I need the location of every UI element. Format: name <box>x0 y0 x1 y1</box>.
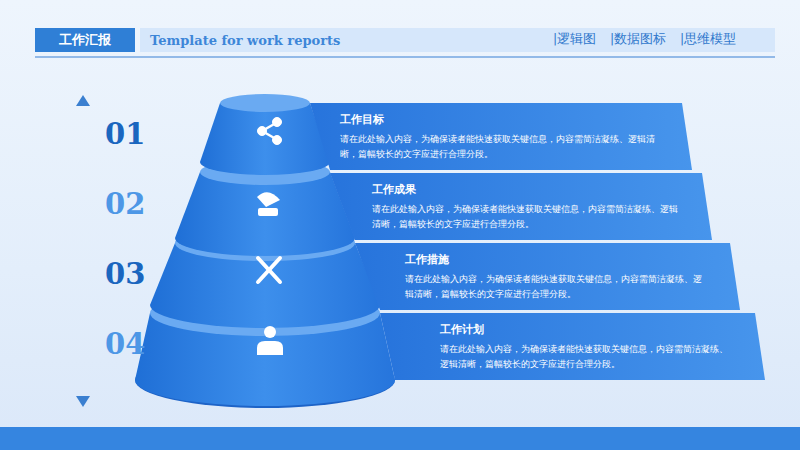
step-number: 01 <box>105 117 145 151</box>
item-title: 工作措施 <box>405 252 710 267</box>
tier-top <box>220 94 310 112</box>
item-band: 工作计划请在此处输入内容，为确保读者能快速获取关键信息，内容需简洁凝练、逻辑清晰… <box>380 313 765 380</box>
item-title: 工作计划 <box>440 322 735 337</box>
item-title: 工作目标 <box>340 112 662 127</box>
pyramid-tier <box>200 103 330 175</box>
header-title: 工作汇报 <box>59 31 111 49</box>
footer-bar <box>0 427 800 450</box>
header-rule <box>35 56 775 57</box>
item-body: 请在此处输入内容，为确保读者能快速获取关键信息，内容需简洁凝练、逻辑清晰，篇幅较… <box>405 272 710 302</box>
item-band: 工作目标请在此处输入内容，为确保读者能快速获取关键信息，内容需简洁凝练、逻辑清晰… <box>310 103 692 170</box>
nav-item: |思维模型 <box>680 31 736 48</box>
step-number: 04 <box>105 327 145 361</box>
item-band: 工作措施请在此处输入内容，为确保读者能快速获取关键信息，内容需简洁凝练、逻辑清晰… <box>355 243 740 310</box>
band-fill <box>310 103 692 170</box>
step-number: 02 <box>105 187 145 221</box>
header-band: Template for work reports <box>140 28 775 52</box>
arrow-head <box>76 396 90 407</box>
tier-icons <box>257 118 283 356</box>
band-fill <box>355 243 740 310</box>
item-body: 请在此处输入内容，为确保读者能快速获取关键信息，内容需简洁凝练、逻辑清晰，篇幅较… <box>372 202 682 232</box>
arrow-head <box>76 95 90 106</box>
item-band: 工作成果请在此处输入内容，为确保读者能快速获取关键信息，内容需简洁凝练、逻辑清晰… <box>330 173 712 240</box>
band-fill <box>330 173 712 240</box>
header-subtitle: Template for work reports <box>150 33 340 48</box>
item-title: 工作成果 <box>372 182 682 197</box>
header-tag: 工作汇报 <box>35 28 135 52</box>
timeline-arrow <box>82 104 85 398</box>
item-body: 请在此处输入内容，为确保读者能快速获取关键信息，内容需简洁凝练、逻辑清晰，篇幅较… <box>340 132 662 162</box>
item-body: 请在此处输入内容，为确保读者能快速获取关键信息，内容需简洁凝练、逻辑清晰，篇幅较… <box>440 342 735 372</box>
step-number: 03 <box>105 257 145 291</box>
nav-item: |数据图标 <box>610 31 666 48</box>
band-fill <box>380 313 765 380</box>
nav-item: |逻辑图 <box>553 31 596 48</box>
